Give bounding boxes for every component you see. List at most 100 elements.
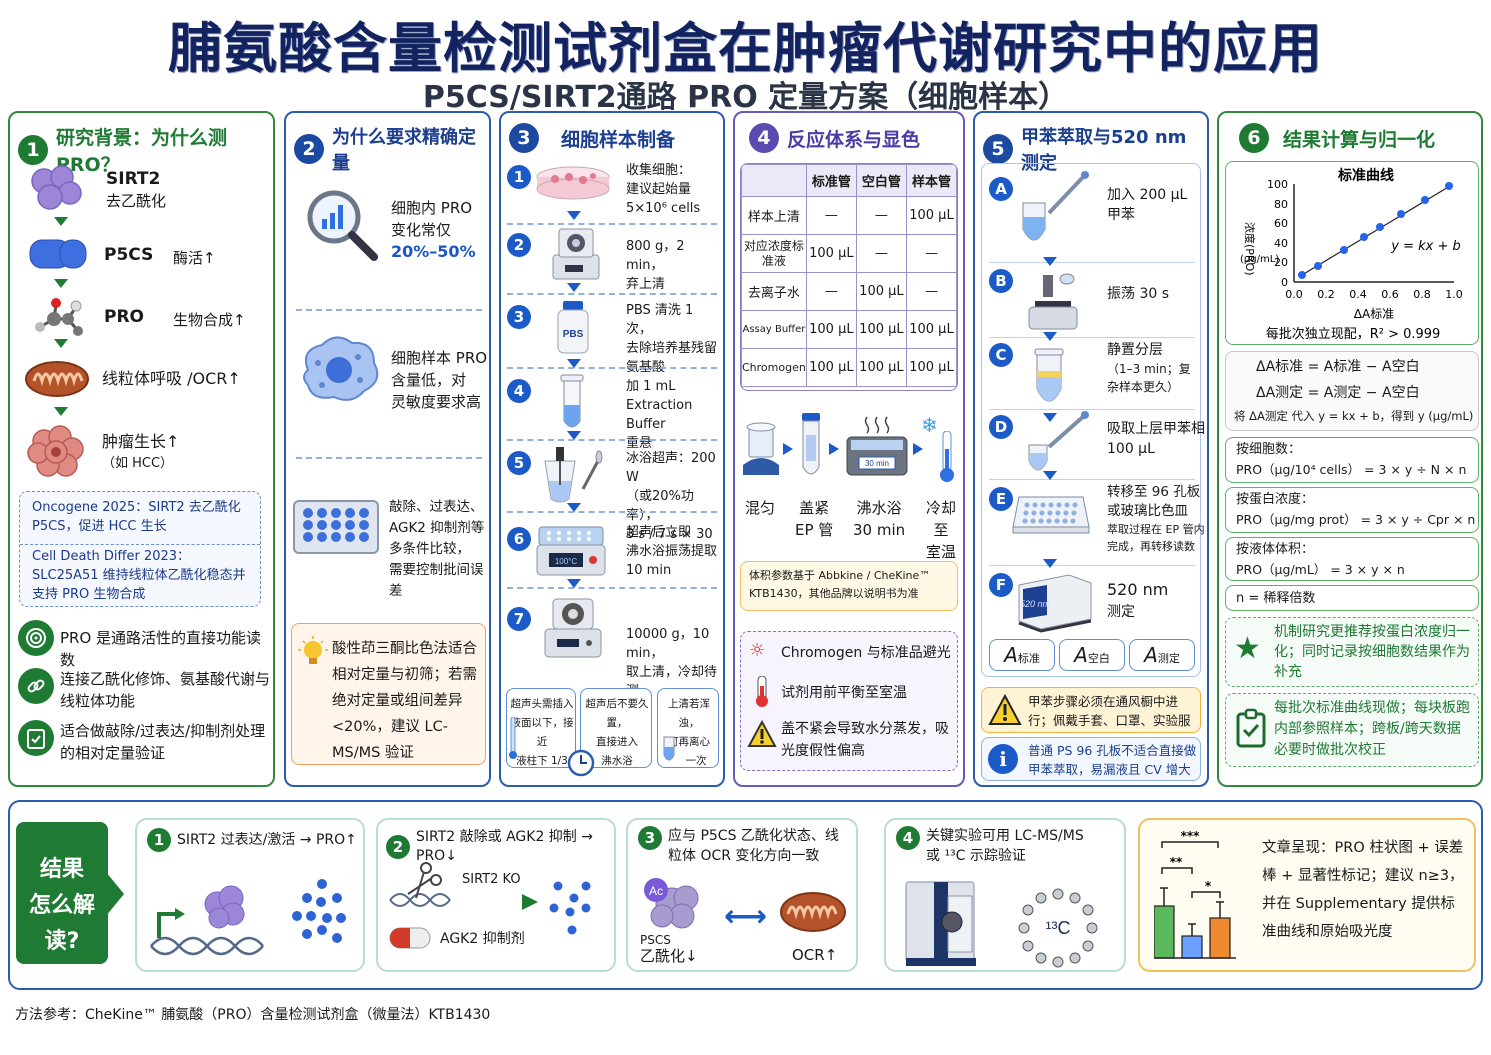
enzyme-blue-icon (29, 239, 87, 269)
water-bath-icon: 100°C (536, 526, 606, 576)
formula-substitution: 将 ΔA测定 代入 y = kx + b，得到 y (μg/mL) (1234, 409, 1474, 423)
molecules-decrease-icon (549, 881, 591, 935)
divider (507, 587, 717, 589)
pathway-pro-extra: 生物合成↑ (173, 311, 246, 329)
divider (20, 544, 260, 545)
note-box: 上清若浑浊，可再离心一次 (657, 688, 719, 768)
data-points (1298, 182, 1453, 279)
svg-text:100: 100 (1267, 178, 1288, 191)
divider (507, 511, 717, 513)
dna-activation-icon (150, 879, 346, 956)
step-letter: D (989, 415, 1013, 439)
fume-hood-warning: 甲苯步骤必须在通风橱中进行；佩戴手套、口罩、实验服 (981, 687, 1201, 733)
formula-box: ΔA标准 = A标准 − A空白 ΔA测定 = A测定 − A空白 将 ΔA测定… (1225, 351, 1479, 431)
caution-text: Chromogen 与标准品避光 (781, 645, 951, 661)
step-text: 转移至 96 孔板或玻璃比色皿萃取过程在 EP 管内完成，再转移读数 (1107, 484, 1205, 553)
flow-label: 混匀 (745, 499, 776, 517)
page-subtitle: P5CS/SIRT2通路 PRO 定量方案（细胞样本） (422, 80, 1069, 115)
scissors-dna-icon (389, 862, 451, 907)
magnifier-chart-icon (304, 187, 382, 271)
section-title: 结果计算与归一化 (1283, 128, 1436, 151)
arrow-right-icon (522, 894, 538, 910)
interpretation-panel: 结果 怎么解读? 1 SIRT2 过表达/激活 → PRO↑ 2 SIRT2 敲… (8, 800, 1483, 990)
arrow-down-icon (567, 579, 581, 588)
plate-info: i 普通 PS 96 孔板不适合直接做甲苯萃取，易漏液且 CV 增大 (981, 737, 1201, 781)
section-number: 1 (18, 135, 48, 165)
bidirectional-arrow-icon: ⟷ (724, 899, 768, 934)
step-text: 振荡 30 s (1107, 286, 1170, 302)
normalize-by-protein: 按蛋白浓度： PRO（μg/mg prot） = 3 × y ÷ Cpr × n (1225, 487, 1479, 533)
tip-text: 酸性茚三酮比色法适合相对定量与初筛；若需绝对定量或组间差异 <20%，建议 LC… (332, 641, 477, 761)
svg-text:¹³C: ¹³C (1046, 918, 1071, 938)
sensitivity-text: 细胞样本 PRO 含量低，对 灵敏度要求高 (391, 349, 488, 411)
divider (989, 479, 1195, 480)
lightbulb-icon (298, 636, 328, 676)
divider (989, 409, 1195, 410)
recommendation-box: ★ 机制研究更推荐按蛋白浓度归一化；同时记录按细胞数结果作为补充 (1225, 617, 1479, 687)
svg-text:*: * (1205, 879, 1212, 893)
note-text: 超声头需插入液面以下，接近液柱下 1/3 (510, 698, 574, 767)
warning-icon (747, 720, 777, 747)
caution-text: 盖不紧会导致水分蒸发，吸光度假性偏高 (781, 721, 949, 759)
pathway-step-mito (24, 359, 90, 403)
section-number: 5 (983, 134, 1013, 164)
carbon13-ring-icon: ¹³C (1018, 888, 1098, 968)
step-number: 5 (507, 451, 531, 475)
svg-text:0.4: 0.4 (1349, 288, 1367, 301)
interpretation-label: 结果 怎么解读? (16, 822, 108, 964)
arrow-right-icon (913, 443, 923, 455)
dilution-factor: n = 稀释倍数 (1225, 585, 1479, 611)
svg-text:520 nm: 520 nm (1020, 599, 1051, 609)
svg-text:0.0: 0.0 (1285, 288, 1303, 301)
molecule-icon (35, 298, 83, 336)
divider (507, 223, 717, 225)
sirt2-ko-label: SIRT2 KO (462, 872, 521, 887)
batch-text: 敲除、过表达、 AGK2 抑制剂等 多条件比较， 需要控制批间误差 (389, 499, 485, 599)
pathway-tumor-name: 肿瘤生长↑ (102, 432, 180, 451)
svg-text:PBS: PBS (563, 329, 584, 340)
snowflake-icon: ❄ (921, 413, 938, 437)
arrow-down-icon (54, 279, 68, 288)
step-letter: B (989, 269, 1013, 293)
svg-text:0.2: 0.2 (1317, 288, 1335, 301)
ep-tube-icon (802, 413, 820, 475)
svg-text:40: 40 (1274, 237, 1288, 250)
centrifuge-icon (552, 228, 600, 280)
section-header: 6 结果计算与归一化 (1239, 123, 1435, 153)
formula-delta-sample: ΔA测定 = A测定 − A空白 (1256, 385, 1420, 401)
info-text: 普通 PS 96 孔板不适合直接做甲苯萃取，易漏液且 CV 增大 (1028, 743, 1197, 777)
note-text: 超声后不要久置，直接进入沸水浴 (585, 698, 649, 767)
normalize-by-cells: 按细胞数： PRO（μg/10⁴ cells） = 3 × y ÷ N × n (1225, 437, 1479, 483)
divider (296, 457, 482, 459)
svg-text:100°C: 100°C (555, 557, 578, 566)
section-title: 为什么要求精确定量 (332, 127, 476, 174)
section-number: 2 (294, 134, 324, 164)
clipboard-check-icon (1236, 708, 1266, 748)
qc-box: 每批次标准曲线现做；每块板跑内部参照样本；跨板/跨天数据必要时做批次校正 (1225, 693, 1479, 767)
arrow-down-icon (1043, 471, 1057, 480)
pbs-bottle-icon: PBS (557, 301, 589, 354)
divider (989, 337, 1195, 338)
method-reference: 方法参考：CheKine™ 脯氨酸（PRO）含量检测试剂盒（微量法）KTB143… (15, 1007, 491, 1023)
section-title: 反应体系与显色 (787, 128, 921, 151)
svg-text:Ac: Ac (649, 884, 663, 898)
target-icon (18, 620, 54, 656)
section-calculation: 6 结果计算与归一化 标准曲线 0 20 40 60 80 100 0.0 0.… (1217, 111, 1483, 787)
well-plate-icon (292, 497, 382, 561)
warning-text: 甲苯步骤必须在通风橱中进行；佩戴手套、口罩、实验服 (1028, 694, 1191, 728)
agk2-label: AGK2 抑制剂 (440, 931, 525, 947)
publication-text: 文章呈现：PRO 柱状图 + 误差棒 + 显著性标记；建议 n≥3，并在 Sup… (1262, 840, 1464, 940)
pointer-arrow-icon (106, 872, 124, 916)
clock-icon (567, 749, 595, 777)
acetylated-p5cs-icon: Ac (644, 878, 699, 929)
standard-curve-chart: 标准曲线 0 20 40 60 80 100 0.0 0.2 0.4 0.6 0… (1240, 167, 1463, 342)
svg-text:**: ** (1170, 855, 1183, 869)
thermometer-icon (509, 717, 517, 759)
